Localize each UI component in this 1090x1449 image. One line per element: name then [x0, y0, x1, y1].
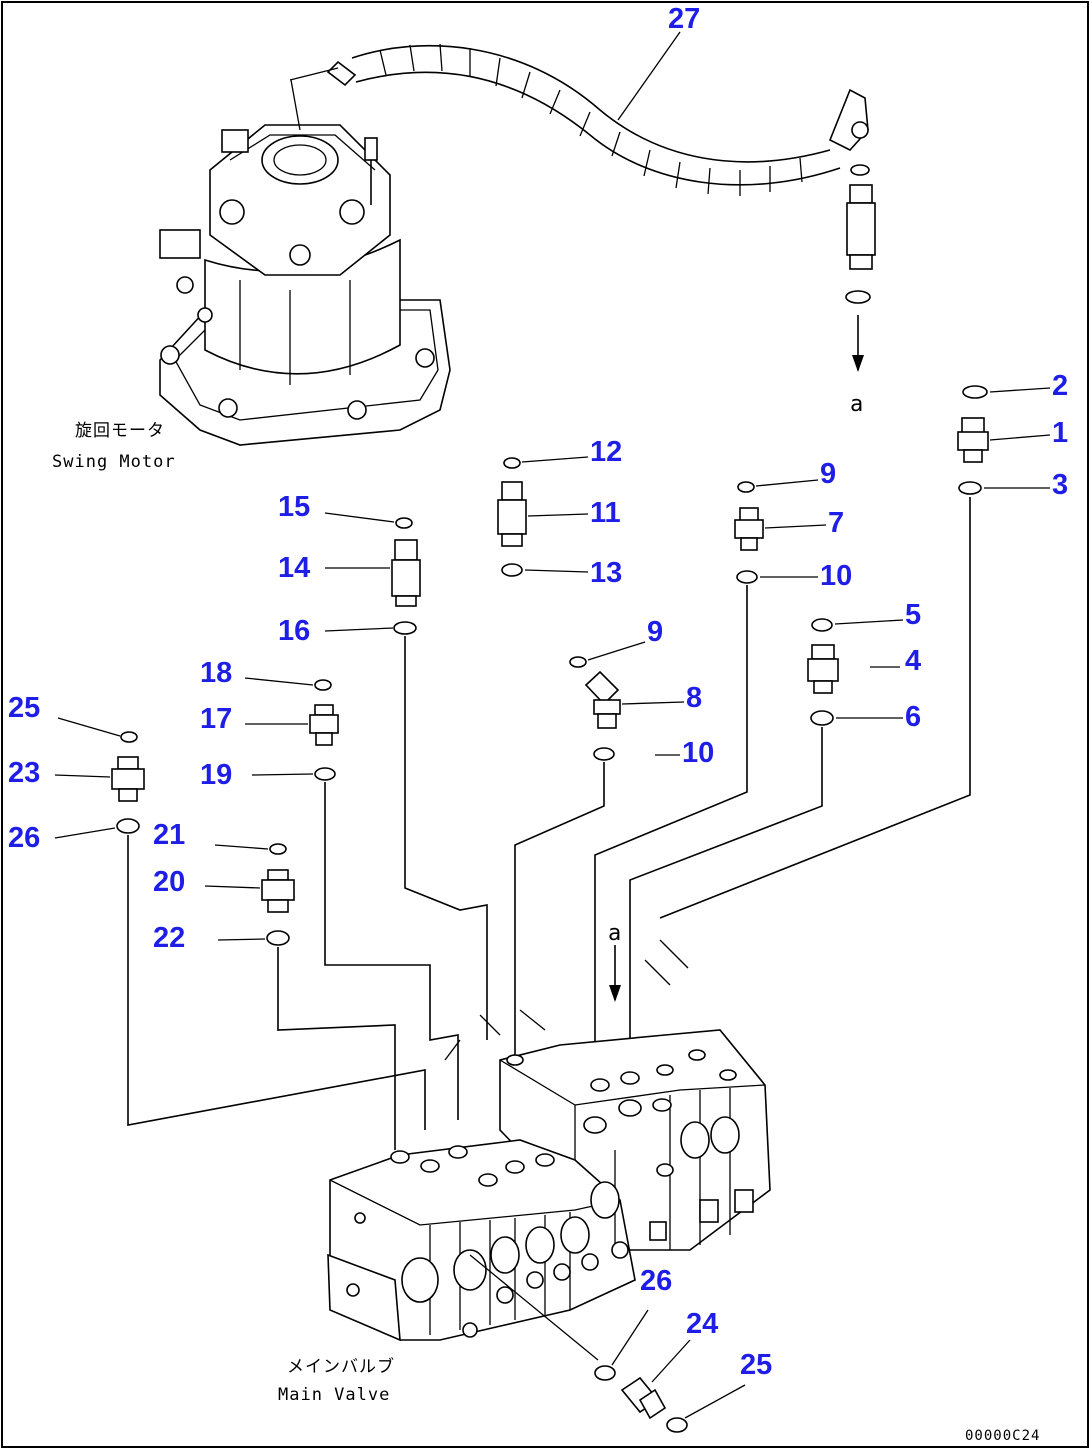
callout-11: 11 [590, 497, 621, 529]
part-13-oring [501, 563, 523, 577]
drawing-code: 00000C24 [965, 1428, 1040, 1444]
callout-9-middle: 9 [647, 616, 663, 648]
ref-a-top: a [850, 392, 864, 417]
main-valve-jp-label: メインバルブ [287, 1356, 395, 1377]
callout-10-upper: 10 [820, 560, 852, 592]
part-16-oring [393, 621, 417, 635]
leader-27 [617, 31, 681, 121]
callout-7: 7 [828, 507, 844, 539]
swing-motor [159, 124, 451, 446]
callout-8: 8 [686, 682, 702, 714]
callout-19: 19 [200, 759, 232, 791]
main-valve [327, 1029, 771, 1342]
part-17-fitting [309, 704, 339, 746]
callout-15: 15 [278, 491, 310, 523]
part-2-oring [962, 385, 988, 399]
part-9-oring-upper [737, 481, 755, 493]
part-25-oring-left [120, 731, 138, 743]
callout-26-left: 26 [8, 822, 40, 854]
part-5-oring [811, 618, 833, 632]
callout-21: 21 [153, 819, 185, 851]
connection-lines [127, 497, 971, 1150]
callout-25-left: 25 [8, 692, 40, 724]
part-10-oring-middle [593, 747, 615, 761]
part-26-oring-left [116, 818, 140, 834]
part-11-fitting [497, 481, 527, 547]
part-10-oring-upper [736, 570, 758, 584]
callout-9-upper: 9 [820, 458, 836, 490]
callout-16: 16 [278, 615, 310, 647]
swing-motor-en-label: Swing Motor [52, 452, 176, 472]
callout-4: 4 [905, 645, 921, 677]
callout-3: 3 [1052, 469, 1068, 501]
swing-motor-jp-label: 旋回モータ [75, 421, 165, 441]
callout-27: 27 [668, 3, 700, 35]
part-9-oring-middle [569, 656, 587, 668]
hose-27 [289, 43, 869, 196]
callout-13: 13 [590, 557, 622, 589]
callout-2: 2 [1052, 370, 1068, 402]
ref-a-bottom: a [608, 921, 622, 946]
callout-17: 17 [200, 703, 232, 735]
part-7-fitting [734, 507, 764, 551]
part-12-oring [503, 457, 521, 469]
part-3-oring [958, 481, 982, 495]
part-6-oring [810, 710, 834, 726]
part-20-fitting [261, 869, 295, 913]
leader-valve-to-26 [469, 1254, 599, 1361]
part-23-fitting [111, 756, 145, 802]
callout-5: 5 [905, 599, 921, 631]
callout-18: 18 [200, 657, 232, 689]
part-24-plug [620, 1376, 667, 1420]
main-valve-en-label: Main Valve [278, 1385, 390, 1405]
callout-1: 1 [1052, 417, 1068, 449]
part-21-oring [269, 843, 287, 855]
callout-20: 20 [153, 866, 185, 898]
part-25-oring-bottom [666, 1417, 688, 1433]
part-8-elbow [584, 670, 621, 729]
callout-25-bottom: 25 [740, 1349, 772, 1381]
callout-23: 23 [8, 757, 40, 789]
part-19-oring [314, 767, 336, 781]
callout-24: 24 [686, 1308, 718, 1340]
part-14-fitting [391, 539, 421, 607]
callout-12: 12 [590, 436, 622, 468]
callout-26-bottom: 26 [640, 1265, 672, 1297]
part-18-oring [314, 679, 332, 691]
callout-10-middle: 10 [682, 737, 714, 769]
callout-14: 14 [278, 552, 310, 584]
part-1-fitting [957, 417, 989, 463]
part-15-oring [395, 517, 413, 529]
hose-adapter [845, 164, 876, 372]
part-4-fitting [807, 644, 839, 694]
callout-6: 6 [905, 701, 921, 733]
part-22-oring [266, 930, 290, 946]
part-26-oring-bottom [594, 1365, 616, 1381]
callout-22: 22 [153, 922, 185, 954]
